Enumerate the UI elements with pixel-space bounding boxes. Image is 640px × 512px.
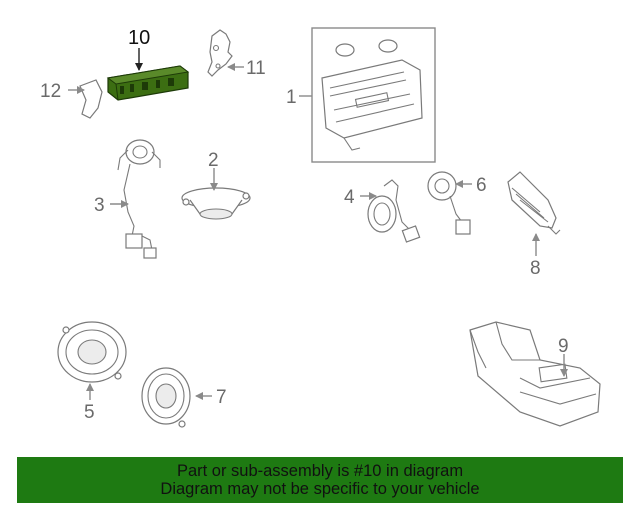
callout-7: 7 (216, 387, 227, 408)
parts-diagram: 10 11 12 1 2 (40, 27, 601, 428)
part-9-enclosure[interactable]: 9 (469, 321, 601, 427)
callout-8: 8 (530, 258, 541, 279)
callout-1: 1 (286, 87, 297, 108)
part-4-speaker[interactable]: 4 (344, 179, 421, 243)
callout-2: 2 (208, 150, 219, 171)
callout-10: 10 (128, 27, 150, 49)
info-banner: Part or sub-assembly is #10 in diagram D… (17, 457, 623, 503)
part-3-speaker-harness[interactable]: 3 (94, 139, 161, 259)
part-10-module[interactable]: 10 (106, 27, 190, 101)
part-11-bracket[interactable]: 11 (207, 29, 266, 79)
callout-4: 4 (344, 187, 355, 208)
callout-3: 3 (94, 195, 105, 216)
callout-12: 12 (40, 81, 61, 102)
part-7-round-speaker[interactable]: 7 (141, 367, 227, 428)
part-6-speaker[interactable]: 6 (427, 171, 487, 235)
callout-6: 6 (476, 175, 487, 196)
banner-line-2: Diagram may not be specific to your vehi… (160, 480, 480, 498)
callout-5: 5 (84, 402, 95, 423)
banner-line-1: Part or sub-assembly is #10 in diagram (176, 462, 464, 480)
part-1-control-panel[interactable]: 1 (286, 27, 436, 163)
part-8-bracket-assembly[interactable]: 8 (507, 171, 561, 279)
part-5-oval-speaker[interactable]: 5 (57, 321, 127, 423)
part-2-tweeter[interactable]: 2 (181, 150, 251, 220)
callout-9: 9 (558, 336, 569, 357)
callout-11: 11 (246, 58, 266, 79)
part-12-bracket[interactable]: 12 (40, 79, 103, 119)
